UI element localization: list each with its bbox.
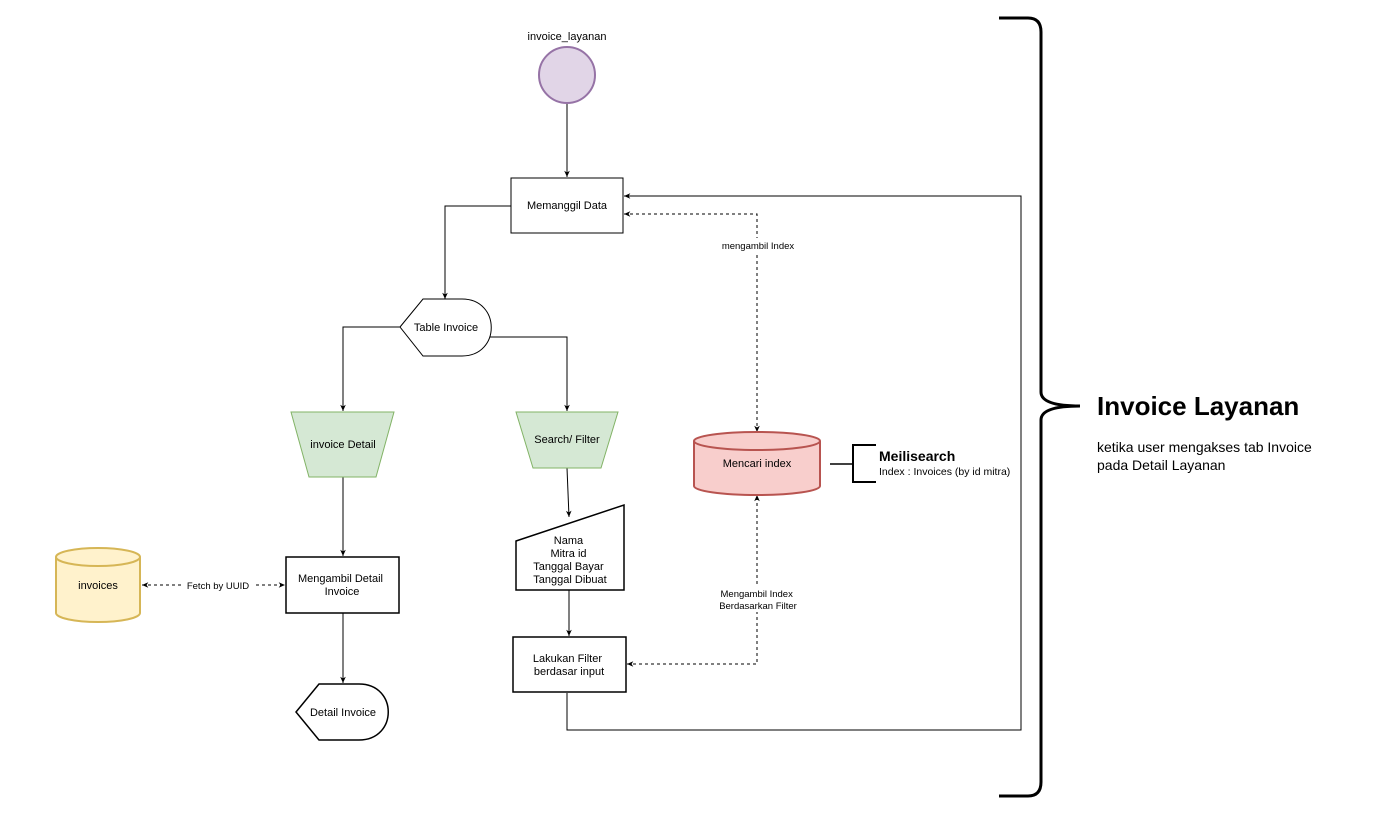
side-description: ketika user mengakses tab Invoice pada D… — [1097, 439, 1316, 473]
meilisearch-annotation: Meilisearch Index : Invoices (by id mitr… — [879, 448, 1010, 478]
invoice-detail-manual-operation: invoice Detail — [290, 411, 395, 478]
edge-memanggil-to-table — [442, 205, 511, 299]
lakukan-filter-label: Lakukan Filter berdasar input — [533, 653, 605, 678]
start-node: invoice_layanan — [528, 31, 607, 104]
edge-label-mengambil-index: mengambil Index — [722, 241, 795, 252]
invoices-database-label: invoices — [78, 580, 118, 592]
edge-lakukan-loop-back — [566, 193, 1022, 731]
lakukan-filter-process: Lakukan Filter berdasar input — [512, 636, 627, 693]
detail-invoice-label: Detail Invoice — [310, 707, 376, 719]
input-fields-label: Nama Mitra id Tanggal Bayar Tanggal Dibu… — [533, 535, 606, 586]
mencari-index-label: Mencari index — [723, 458, 792, 470]
edge-mengambil-index-dashed — [624, 211, 760, 432]
edge-mengambil-index-filter-dashed — [627, 495, 760, 667]
meilisearch-annotation-bracket — [830, 444, 876, 483]
manual-input-fields: Nama Mitra id Tanggal Bayar Tanggal Dibu… — [515, 503, 625, 591]
meilisearch-title: Meilisearch — [879, 448, 955, 464]
side-title: Invoice Layanan — [1097, 391, 1299, 421]
memanggil-data-process: Memanggil Data — [510, 177, 624, 234]
search-filter-manual-operation: Search/ Filter — [515, 411, 619, 469]
start-node-label: invoice_layanan — [528, 31, 607, 43]
table-invoice-display: Table Invoice — [399, 298, 492, 357]
curly-brace — [999, 16, 1081, 798]
meilisearch-index-text: Index : Invoices (by id mitra) — [879, 466, 1010, 478]
mengambil-detail-label: Mengambil Detail Invoice — [298, 573, 386, 598]
edge-table-to-invoice-detail — [340, 326, 400, 411]
invoice-detail-label: invoice Detail — [310, 439, 375, 451]
start-circle — [538, 46, 596, 104]
search-filter-label: Search/ Filter — [534, 434, 600, 446]
table-invoice-label: Table Invoice — [414, 322, 478, 334]
edge-table-to-search-filter — [490, 336, 570, 411]
edge-label-mengambil-index-filter: Mengambil Index Berdasarkan Filter — [719, 589, 797, 612]
memanggil-data-label: Memanggil Data — [527, 200, 608, 212]
invoices-database: invoices — [55, 547, 141, 623]
edge-search-to-input — [565, 467, 572, 518]
mencari-index-database: Mencari index — [693, 431, 821, 496]
mengambil-detail-process: Mengambil Detail Invoice — [285, 556, 400, 614]
detail-invoice-display: Detail Invoice — [295, 683, 389, 741]
edge-label-fetch-by-uuid: Fetch by UUID — [187, 581, 249, 592]
